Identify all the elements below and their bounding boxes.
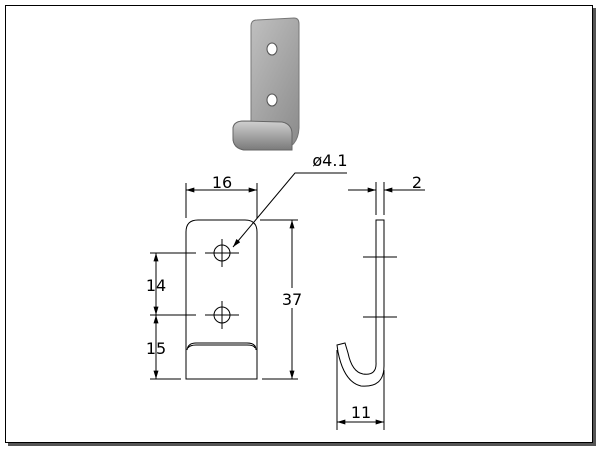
width-dimension: 16 <box>212 173 232 192</box>
hook-depth-dimension: 11 <box>351 403 371 422</box>
side-view <box>336 219 397 387</box>
height-dimension: 37 <box>282 290 302 309</box>
hole-offset-dimension: 15 <box>146 339 166 358</box>
thickness-dimension: 2 <box>412 173 422 192</box>
hole-diameter-dimension: ø4.1 <box>312 151 347 170</box>
hole-spacing-dimension: 14 <box>146 276 166 295</box>
hook-photo <box>232 17 300 151</box>
front-view <box>185 219 258 380</box>
